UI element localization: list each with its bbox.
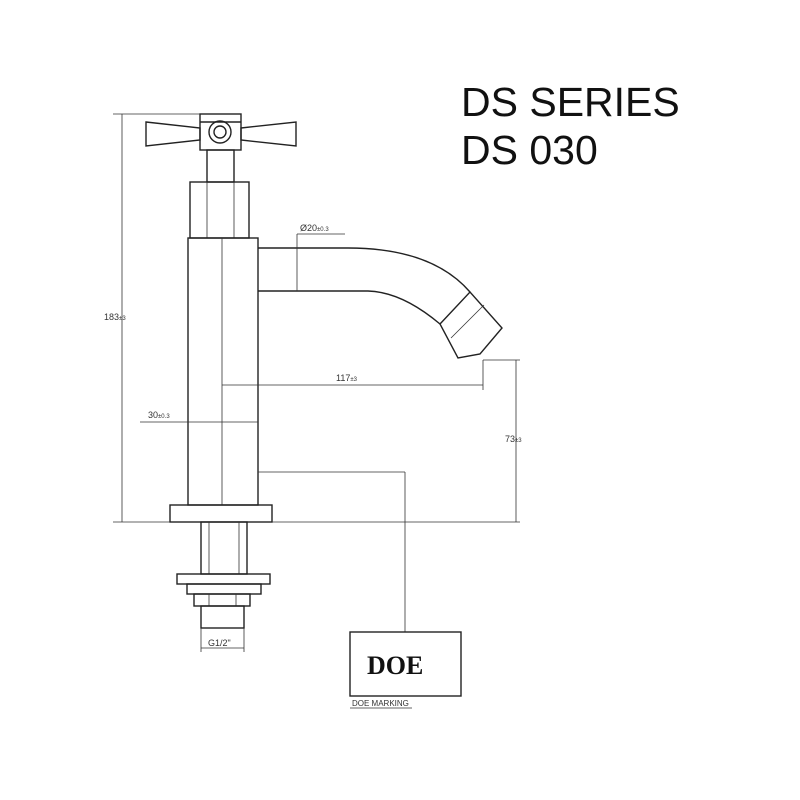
svg-text:Ø20±0.3: Ø20±0.3 — [300, 223, 329, 233]
doe-logo-text: DOE — [367, 651, 423, 680]
cross-handle — [145, 113, 297, 151]
dimension-spout-diameter: Ø20±0.3 — [296, 223, 345, 291]
dimension-spout-reach: 117±3 — [222, 360, 484, 390]
svg-text:30±0.3: 30±0.3 — [148, 410, 170, 420]
spout — [258, 247, 503, 359]
dimension-spout-height: 73±3 — [272, 359, 522, 523]
valve-stem — [189, 149, 250, 239]
svg-text:117±3: 117±3 — [336, 373, 358, 383]
doe-marking-caption: DOE MARKING — [352, 699, 409, 708]
model-title: DS 030 — [461, 127, 598, 173]
svg-text:73±3: 73±3 — [505, 434, 522, 444]
dimension-thread: G1/2" — [200, 628, 245, 652]
svg-text:G1/2": G1/2" — [208, 638, 231, 648]
svg-text:183±3: 183±3 — [104, 312, 126, 322]
faucet-body — [187, 237, 259, 506]
mounting-shank — [176, 521, 271, 629]
dimension-total-height: 183±3 — [104, 113, 200, 523]
dimension-body-diameter: 30±0.3 — [140, 410, 258, 423]
base-flange — [169, 504, 273, 523]
series-title: DS SERIES — [461, 79, 680, 125]
title-block: DS SERIES DS 030 — [461, 78, 680, 174]
doe-marking: DOE DOE MARKING — [258, 471, 462, 709]
